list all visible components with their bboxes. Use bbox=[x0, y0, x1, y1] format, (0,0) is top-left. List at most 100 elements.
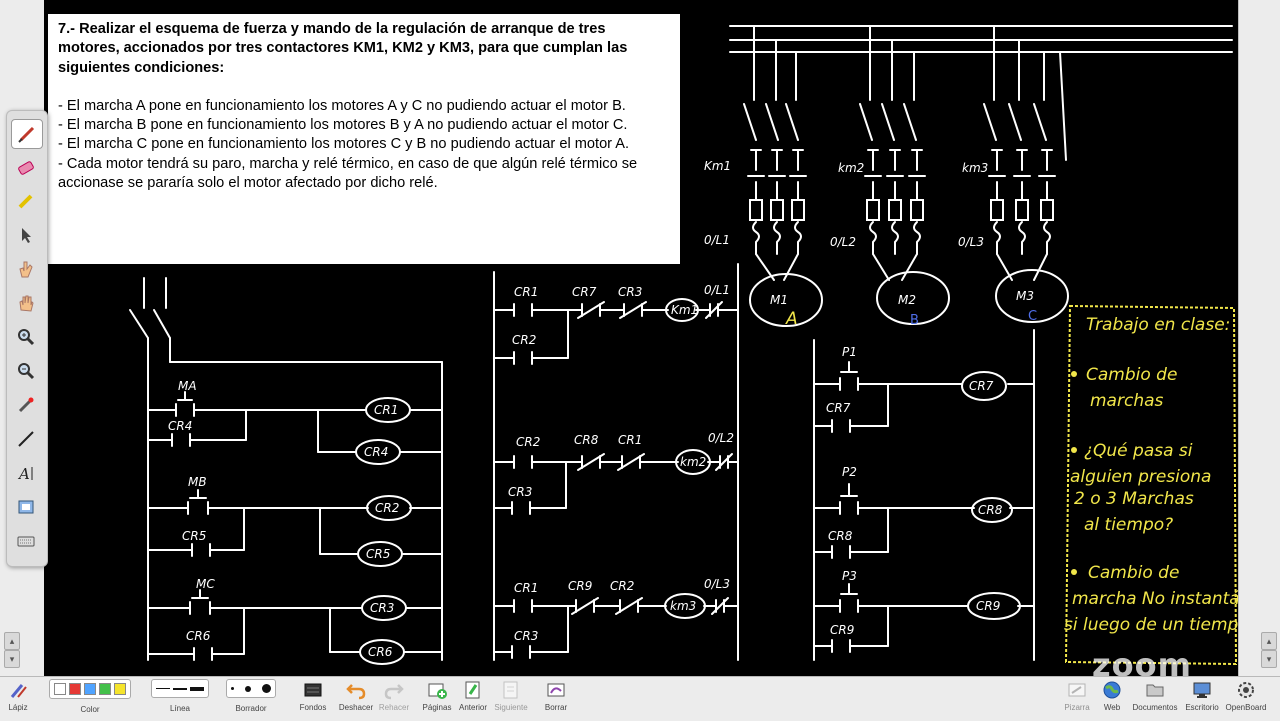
board-label: Pizarra bbox=[1064, 703, 1090, 712]
pen-style-button[interactable]: Lápiz bbox=[4, 679, 32, 719]
note-1-line2: marchas bbox=[1090, 391, 1164, 411]
notes-heading: Trabajo en clase: bbox=[1086, 315, 1230, 335]
coil-cr1-label: CR1 bbox=[374, 403, 398, 417]
coil-cr3-label: CR3 bbox=[370, 601, 394, 615]
color-swatch-blue[interactable] bbox=[84, 683, 96, 695]
condition-3: - El marcha C pone en funcionamiento los… bbox=[58, 136, 630, 153]
right-sidebar: ▴ ▾ bbox=[1238, 0, 1280, 720]
desktop-label: Escritorio bbox=[1185, 703, 1219, 712]
line-tool-icon[interactable] bbox=[11, 425, 41, 453]
line-thin-option[interactable] bbox=[156, 688, 170, 689]
redo-button[interactable]: Rehacer bbox=[378, 679, 410, 719]
openboard-menu-button[interactable]: OpenBoard bbox=[1224, 679, 1268, 719]
line-label: Línea bbox=[169, 704, 191, 713]
delete-label: Borrar bbox=[544, 703, 568, 712]
line-medium-option[interactable] bbox=[173, 687, 187, 690]
power-bus bbox=[729, 25, 1233, 161]
note-2-line4: al tiempo? bbox=[1084, 515, 1173, 535]
laser-pointer-tool-icon[interactable] bbox=[11, 391, 41, 419]
mid-r1-ol: 0/L1 bbox=[704, 283, 730, 297]
motor-m2-sub: B bbox=[910, 313, 919, 328]
previous-page-button[interactable]: Anterior bbox=[456, 679, 490, 719]
zoom-out-tool-icon[interactable] bbox=[11, 357, 41, 385]
board-mode-button[interactable]: Pizarra bbox=[1060, 679, 1094, 719]
motor-m1-label: M1 bbox=[770, 293, 788, 307]
color-swatch-red[interactable] bbox=[69, 683, 81, 695]
hold-cr6-label: CR6 bbox=[186, 629, 211, 643]
motor-m1-sub: A bbox=[785, 309, 798, 329]
delete-button[interactable]: Borrar bbox=[540, 679, 572, 719]
pages-button[interactable]: Páginas bbox=[420, 679, 454, 719]
pen-tool-icon[interactable] bbox=[11, 119, 43, 149]
virtual-keyboard-icon[interactable] bbox=[11, 527, 41, 555]
mid-r3-alt: CR3 bbox=[514, 629, 538, 643]
button-mb-label: MB bbox=[188, 475, 207, 489]
coil-cr4-label: CR4 bbox=[364, 445, 388, 459]
board-canvas[interactable]: 7.- Realizar el esquema de fuerza y mand… bbox=[44, 0, 1238, 676]
backgrounds-button[interactable]: Fondos bbox=[298, 679, 328, 719]
note-3-line3: si luego de un tiempo bbox=[1064, 615, 1238, 635]
coil-cr5-label: CR5 bbox=[366, 547, 390, 561]
right-r3-coil: CR9 bbox=[976, 599, 1000, 613]
bottom-toolbar: Lápiz Color Línea bbox=[0, 676, 1280, 721]
motor-m2-label: M2 bbox=[898, 293, 916, 307]
mid-r1-c2: CR7 bbox=[572, 285, 597, 299]
hold-cr4-label: CR4 bbox=[168, 419, 192, 433]
desktop-mode-button[interactable]: Escritorio bbox=[1184, 679, 1220, 719]
selector-tool-icon[interactable] bbox=[11, 221, 41, 249]
zoom-in-tool-icon[interactable] bbox=[11, 323, 41, 351]
line-width-picker[interactable]: Línea bbox=[150, 679, 210, 719]
eraser-tool-icon[interactable] bbox=[11, 153, 41, 181]
web-label: Web bbox=[1103, 703, 1121, 712]
eraser-medium-option[interactable] bbox=[245, 685, 251, 692]
mid-r1-c1: CR1 bbox=[514, 285, 538, 299]
right-r1-coil: CR7 bbox=[969, 379, 994, 393]
next-page-button[interactable]: Siguiente bbox=[492, 679, 530, 719]
pan-hand-tool-icon[interactable] bbox=[11, 289, 41, 317]
mid-r2-coil: km2 bbox=[680, 455, 706, 469]
motor-m2-circle bbox=[876, 271, 950, 325]
undo-button[interactable]: Deshacer bbox=[338, 679, 374, 719]
button-mc-label: MC bbox=[196, 577, 215, 591]
coil-cr2-label: CR2 bbox=[375, 501, 399, 515]
eraser-size-picker[interactable]: Borrador bbox=[220, 679, 282, 719]
right-page-up-arrow-icon[interactable]: ▴ bbox=[1261, 632, 1277, 650]
pen-style-label: Lápiz bbox=[8, 703, 28, 712]
color-swatch-green[interactable] bbox=[99, 683, 111, 695]
color-swatch-white[interactable] bbox=[54, 683, 66, 695]
note-3-line1: Cambio de bbox=[1088, 563, 1179, 583]
svg-text:A: A bbox=[17, 465, 30, 483]
notes-box bbox=[1064, 304, 1238, 666]
button-ma-label: MA bbox=[178, 379, 197, 393]
documents-mode-button[interactable]: Documentos bbox=[1130, 679, 1180, 719]
page-down-arrow-icon[interactable]: ▾ bbox=[4, 650, 20, 668]
color-swatch-yellow[interactable] bbox=[114, 683, 126, 695]
eraser-small-option[interactable] bbox=[231, 687, 234, 690]
redo-label: Rehacer bbox=[378, 703, 410, 712]
right-r2-hold: CR8 bbox=[828, 529, 853, 543]
highlighter-tool-icon[interactable] bbox=[11, 187, 41, 215]
mid-r3-c3: CR2 bbox=[610, 579, 634, 593]
color-picker[interactable]: Color bbox=[40, 679, 140, 719]
add-page-icon bbox=[428, 683, 447, 699]
interact-hand-tool-icon[interactable] bbox=[11, 255, 41, 283]
redo-icon bbox=[384, 684, 404, 700]
documents-label: Documentos bbox=[1132, 703, 1178, 712]
line-thick-option[interactable] bbox=[190, 686, 204, 691]
right-page-down-arrow-icon[interactable]: ▾ bbox=[1261, 650, 1277, 668]
coil-cr6-label: CR6 bbox=[368, 645, 393, 659]
page-up-arrow-icon[interactable]: ▴ bbox=[4, 632, 20, 650]
hold-cr5-label: CR5 bbox=[182, 529, 206, 543]
eraser-large-option[interactable] bbox=[262, 684, 271, 693]
handwritten-schematic: Km1 km2 km3 0/L1 0/L2 0/L3 M1 M2 M3 A B … bbox=[129, 25, 1238, 666]
motor-m3-label: M3 bbox=[1016, 289, 1034, 303]
desktop-icon bbox=[1193, 682, 1211, 698]
drawing-tools-panel: A bbox=[6, 110, 48, 567]
ol2-label: 0/L2 bbox=[830, 235, 856, 249]
capture-tool-icon[interactable] bbox=[11, 493, 41, 521]
web-mode-button[interactable]: Web bbox=[1098, 679, 1126, 719]
mid-r2-c1: CR2 bbox=[516, 435, 540, 449]
km2-label: km2 bbox=[838, 161, 864, 175]
text-tool-icon[interactable]: A bbox=[11, 459, 41, 487]
